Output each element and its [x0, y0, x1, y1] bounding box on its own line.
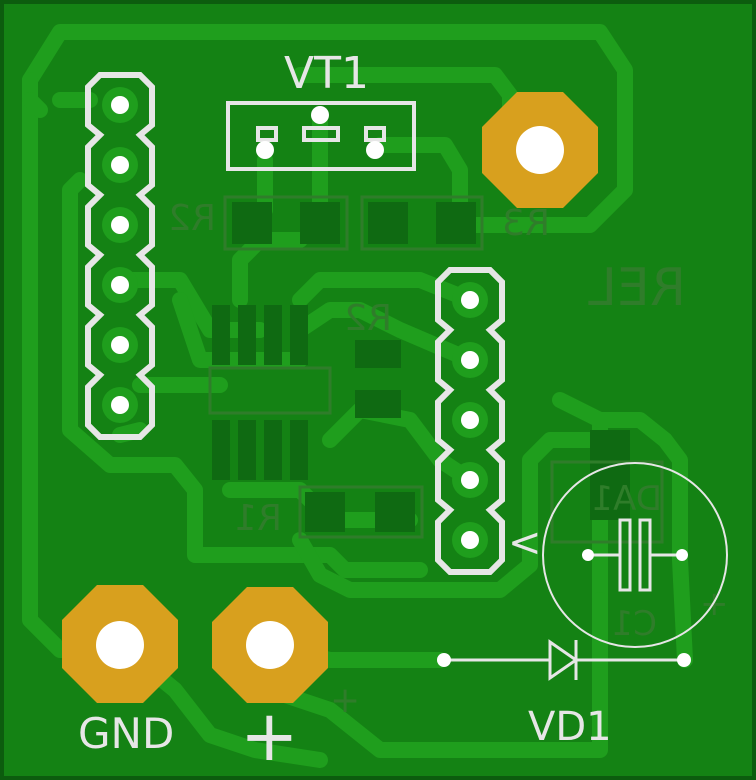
header-right [435, 267, 505, 575]
header-left-pins [102, 87, 138, 423]
pad-plus [212, 587, 328, 703]
header-left [85, 72, 155, 440]
c1-plus-label: + [700, 584, 729, 624]
c1-outline [542, 462, 728, 648]
vt1-label: VT1 [284, 48, 369, 99]
r3-label: R3 [502, 203, 550, 244]
vd1-pin-a [437, 653, 451, 667]
vt1-pin-b [311, 106, 329, 124]
c1-pin-pos [676, 549, 688, 561]
r1-label: R1 [234, 498, 282, 539]
rel-label: REL [588, 258, 686, 318]
bottom-silkscreen [208, 195, 664, 544]
vd1-pin-k [677, 653, 691, 667]
r2-left-label: R2 [168, 198, 216, 239]
header-right-pins [452, 282, 488, 558]
plus-label: + [240, 695, 299, 777]
vt1-pin-e [256, 141, 274, 159]
c1-label: C1 [612, 604, 657, 644]
gnd-label: GND [78, 709, 174, 758]
vd1-label: VD1 [528, 704, 612, 750]
header-mark-label: < [508, 520, 542, 566]
pad-rel [482, 92, 598, 208]
vt1-outline [226, 101, 416, 171]
c1-pin-neg [582, 549, 594, 561]
da1-label: DA1 [592, 479, 662, 519]
smd-pads [212, 202, 630, 532]
r2-mid-label: R2 [344, 298, 392, 339]
vd1-diode [444, 639, 684, 681]
pad-gnd [62, 585, 178, 703]
vt1-pin-c [366, 141, 384, 159]
vd1-plus-label: + [330, 680, 360, 721]
